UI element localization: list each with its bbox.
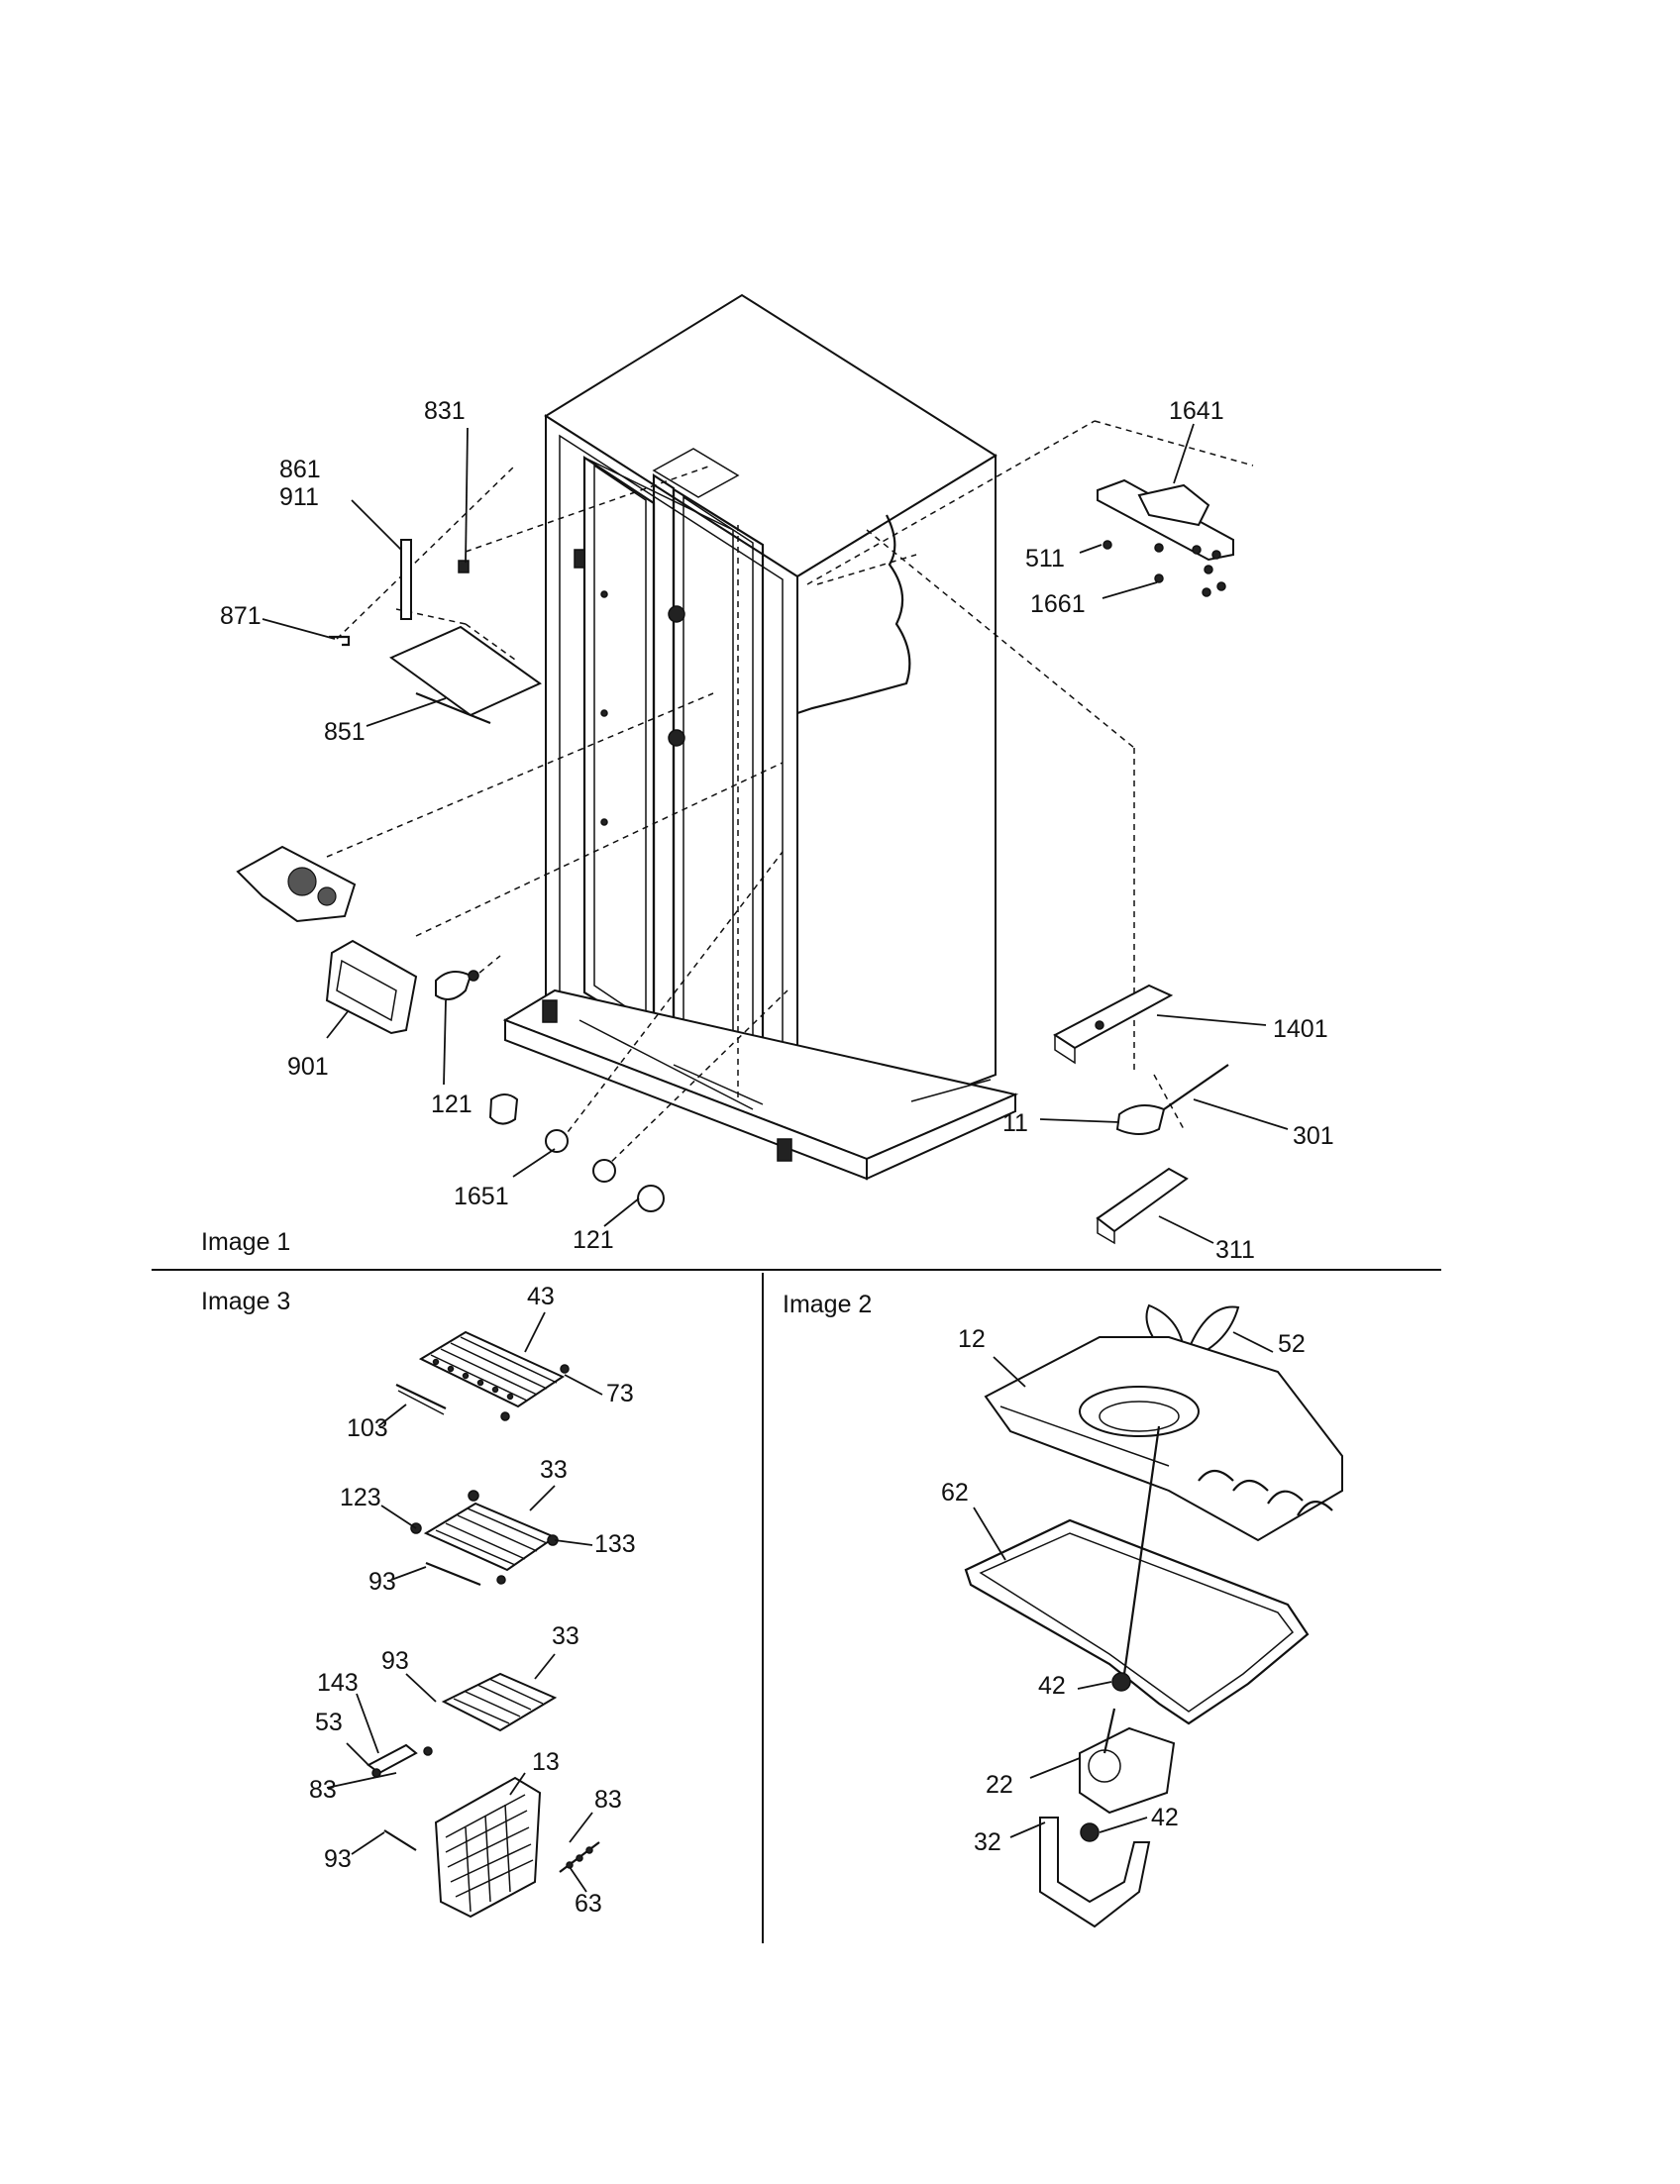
part-label-1661: 1661 [1030, 590, 1086, 618]
part-label-33-lower: 33 [552, 1622, 579, 1650]
part-label-103: 103 [347, 1414, 388, 1442]
part-label-22: 22 [986, 1771, 1013, 1799]
part-label-121-upper: 121 [431, 1091, 472, 1118]
part-label-93-lower: 93 [324, 1845, 352, 1873]
image-2-title: Image 2 [783, 1291, 873, 1318]
leader-lines-image-2 [973, 1331, 1274, 1838]
part-label-62: 62 [941, 1479, 969, 1507]
part-label-83-right: 83 [594, 1786, 622, 1814]
part-label-911: 911 [279, 483, 319, 511]
part-label-42-upper: 42 [1038, 1672, 1066, 1700]
part-label-861: 861 [279, 456, 321, 483]
part-label-871: 871 [220, 602, 262, 630]
shelf-parts-drawing [367, 1330, 600, 1919]
part-label-311: 311 [1215, 1236, 1255, 1264]
part-label-52: 52 [1278, 1330, 1306, 1358]
part-label-53: 53 [315, 1709, 343, 1736]
leader-lines-image-3 [326, 1311, 603, 1893]
part-label-901: 901 [287, 1053, 329, 1081]
part-label-83-left: 83 [309, 1776, 337, 1804]
part-label-93-middle: 93 [381, 1647, 409, 1675]
part-label-13: 13 [532, 1748, 560, 1776]
part-label-301: 301 [1293, 1122, 1334, 1150]
part-label-63: 63 [575, 1890, 602, 1918]
image-1-title: Image 1 [201, 1228, 291, 1256]
part-label-43: 43 [527, 1283, 555, 1310]
part-label-133: 133 [594, 1530, 636, 1558]
part-label-1651: 1651 [454, 1183, 509, 1210]
cabinet-drawing [502, 293, 1019, 1181]
part-label-121-lower: 121 [573, 1226, 614, 1254]
part-label-1401: 1401 [1273, 1015, 1328, 1043]
part-label-511: 511 [1025, 545, 1065, 572]
part-label-851: 851 [324, 718, 366, 746]
part-label-12: 12 [958, 1325, 986, 1353]
part-label-143: 143 [317, 1669, 359, 1697]
leader-lines-image-1 [262, 423, 1289, 1244]
assembly-lines [326, 420, 1254, 1170]
part-label-33-upper: 33 [540, 1456, 568, 1484]
part-label-73: 73 [606, 1380, 634, 1407]
cabinet-parts [236, 478, 1234, 1245]
part-label-11: 11 [1002, 1109, 1028, 1137]
part-label-93-upper: 93 [368, 1568, 396, 1596]
image-3-title: Image 3 [201, 1288, 291, 1315]
part-label-123: 123 [340, 1484, 381, 1511]
part-label-32: 32 [974, 1828, 1001, 1856]
part-label-42-lower: 42 [1151, 1804, 1179, 1831]
part-label-831: 831 [424, 397, 466, 425]
part-label-1641: 1641 [1169, 397, 1224, 425]
fan-assembly-drawing [964, 1303, 1343, 1928]
